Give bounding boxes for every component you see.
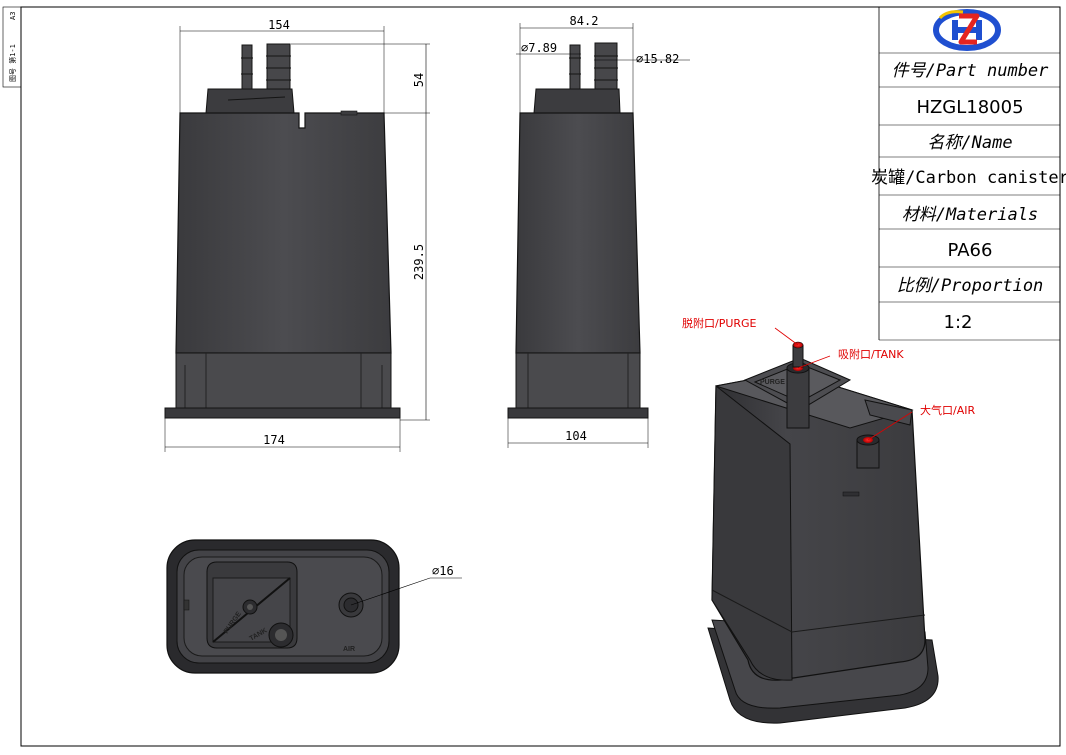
dim-purge-diameter: ∅7.89 xyxy=(521,41,557,55)
callout-air: 大气口/AIR xyxy=(920,403,975,417)
front-view: 154 54 239.5 174 xyxy=(164,18,430,452)
name-label: 名称/Name xyxy=(927,133,1012,153)
callout-purge: 脱附口/PURGE xyxy=(682,316,757,330)
dim-front-width-bottom: 174 xyxy=(263,433,285,447)
name-value: 炭罐/Carbon canister xyxy=(871,168,1066,188)
dim-pipe-height: 54 xyxy=(412,73,426,87)
top-view-air-text: AIR xyxy=(343,646,355,653)
dim-air-diameter: ∅16 xyxy=(432,564,454,578)
sheet-border xyxy=(20,6,1061,747)
part-number-label: 件号/Part number xyxy=(892,61,1050,81)
dim-body-height: 239.5 xyxy=(412,244,426,280)
part-number-value: HZGL18005 xyxy=(916,97,1023,118)
title-block: 件号/Part number HZGL18005 名称/Name 炭罐/Carb… xyxy=(871,7,1066,341)
dim-tank-diameter: ∅15.82 xyxy=(636,52,679,66)
materials-label: 材料/Materials xyxy=(902,205,1038,225)
company-logo xyxy=(933,9,1001,51)
isometric-view: PURGE 脱附口/PURGE 吸附口/TANK 大气口/AIR xyxy=(682,316,975,724)
proportion-value: 1:2 xyxy=(944,312,973,333)
proportion-label: 比例/Proportion xyxy=(897,276,1044,296)
sheet-edge-box xyxy=(2,6,22,88)
sheet-edge-code: A3 xyxy=(9,12,17,20)
dim-side-width-top: 84.2 xyxy=(570,14,599,28)
iso-purge-text: PURGE xyxy=(760,379,785,386)
materials-value: PA66 xyxy=(948,240,993,261)
sheet-edge-label: 图号 第1-1 xyxy=(8,44,17,82)
side-view: 84.2 ∅7.89 ∅15.82 104 xyxy=(507,14,690,448)
dim-front-width-top: 154 xyxy=(268,18,290,32)
top-view: PURGE TANK AIR ∅16 xyxy=(166,539,462,674)
callout-tank: 吸附口/TANK xyxy=(838,347,904,361)
dim-side-width-bottom: 104 xyxy=(565,429,587,443)
